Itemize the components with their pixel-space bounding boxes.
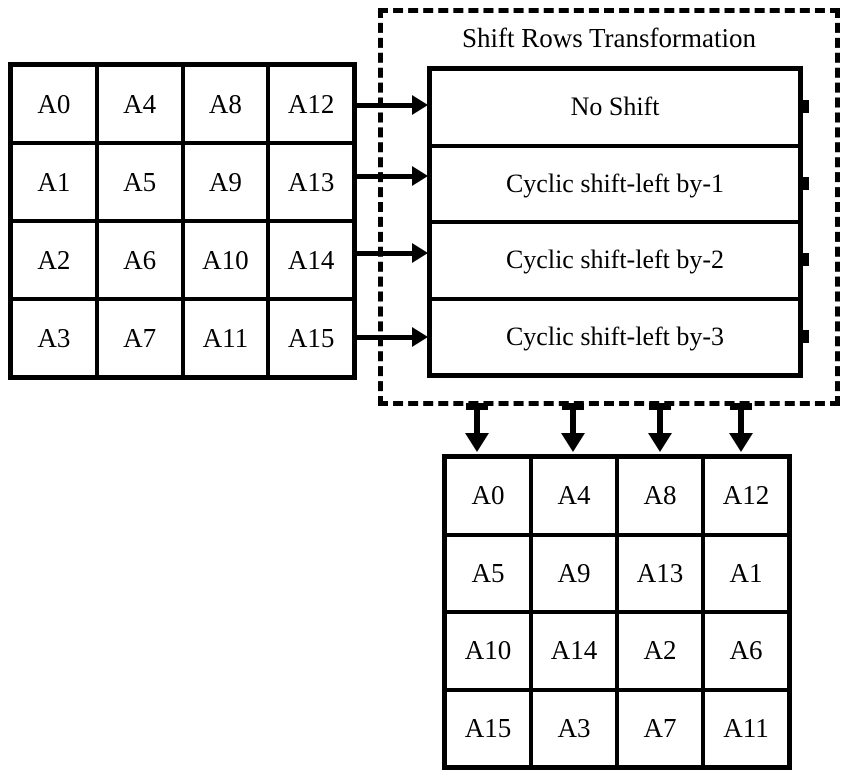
arrow-down-icon [561,403,585,452]
arrow-head [561,433,585,452]
input-state-matrix: A0 A4 A8 A12 A1 A5 A9 A13 A2 A6 A10 A14 … [8,62,357,380]
arrow-shaft [570,403,576,434]
arrow-shaft [356,103,415,108]
arrow-head [412,243,428,263]
arrow-head [412,166,428,186]
shift-op-no-shift: No Shift [432,71,798,144]
arrow-right-icon [356,327,428,347]
output-cell-r1c1: A9 [533,536,615,610]
input-cell-r0c1: A4 [98,67,181,141]
transformation-dashed-border [378,8,840,406]
arrow-shaft [474,403,480,434]
input-cell-r2c0: A2 [13,223,95,297]
input-cell-r3c3: A15 [270,301,352,375]
arrow-head [412,95,428,115]
row-connector-stub [800,100,809,113]
output-cell-r0c1: A4 [533,459,615,533]
input-cell-r1c1: A5 [98,145,181,219]
arrow-head [465,433,489,452]
output-cell-r1c2: A13 [619,536,701,610]
arrow-shaft [356,174,415,179]
output-cell-r3c3: A11 [705,691,787,765]
output-cell-r0c3: A12 [705,459,787,533]
arrow-shaft [356,251,415,256]
output-cell-r3c0: A15 [447,691,529,765]
output-cell-r1c0: A5 [447,536,529,610]
output-cell-r2c2: A2 [619,614,701,688]
arrow-head [729,433,753,452]
row-connector-stub [800,330,809,343]
arrow-head [648,433,672,452]
output-cell-r1c3: A1 [705,536,787,610]
output-state-matrix: A0 A4 A8 A12 A5 A9 A13 A1 A10 A14 A2 A6 … [442,454,792,770]
arrow-right-icon [356,166,428,186]
input-cell-r3c0: A3 [13,301,95,375]
input-cell-r2c1: A6 [98,223,181,297]
input-cell-r0c2: A8 [184,67,267,141]
row-connector-stub [800,253,809,266]
input-cell-r1c3: A13 [270,145,352,219]
input-cell-r1c2: A9 [184,145,267,219]
input-cell-r2c3: A14 [270,223,352,297]
output-cell-r0c0: A0 [447,459,529,533]
arrow-right-icon [356,243,428,263]
shift-op-left-by-1: Cyclic shift-left by-1 [432,147,798,220]
shift-op-left-by-3: Cyclic shift-left by-3 [432,300,798,373]
arrow-shaft [738,403,744,434]
input-cell-r3c2: A11 [184,301,267,375]
input-cell-r2c2: A10 [184,223,267,297]
output-cell-r2c1: A14 [533,614,615,688]
arrow-head [412,327,428,347]
arrow-down-icon [465,403,489,452]
input-cell-r0c0: A0 [13,67,95,141]
input-cell-r1c0: A1 [13,145,95,219]
arrow-shaft [657,403,663,434]
row-connector-stub [800,177,809,190]
shift-operations-box: No Shift Cyclic shift-left by-1 Cyclic s… [427,66,803,378]
output-cell-r3c1: A3 [533,691,615,765]
output-cell-r2c0: A10 [447,614,529,688]
shift-op-left-by-2: Cyclic shift-left by-2 [432,224,798,297]
input-cell-r3c1: A7 [98,301,181,375]
arrow-right-icon [356,95,428,115]
arrow-down-icon [729,403,753,452]
output-cell-r0c2: A8 [619,459,701,533]
transformation-title: Shift Rows Transformation [461,23,757,53]
output-cell-r3c2: A7 [619,691,701,765]
output-cell-r2c3: A6 [705,614,787,688]
arrow-down-icon [648,403,672,452]
arrow-shaft [356,335,415,340]
input-cell-r0c3: A12 [270,67,352,141]
